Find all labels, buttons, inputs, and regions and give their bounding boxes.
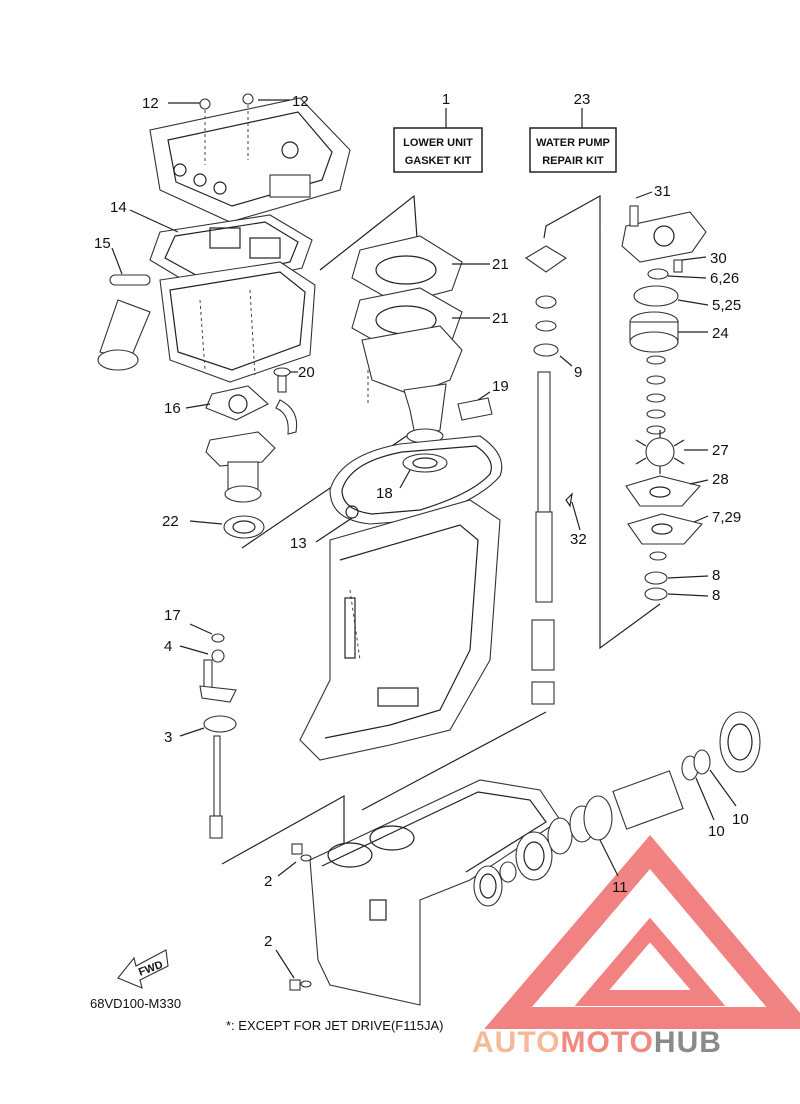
callout-16: 16 xyxy=(164,400,181,417)
water-pump-repair-kit-box: WATER PUMP REPAIR KIT 23 xyxy=(529,91,617,173)
o-ring-part-3 xyxy=(203,715,237,733)
gasket-part-13 xyxy=(329,435,503,525)
o-ring-part-6 xyxy=(647,268,669,280)
callout-28: 28 xyxy=(712,471,729,488)
lower-casing-part xyxy=(299,499,501,761)
part-17 xyxy=(211,633,225,643)
callout-2a: 2 xyxy=(264,873,272,890)
oil-pan-part xyxy=(159,261,316,383)
callout-5-25: 5,25 xyxy=(712,297,741,314)
callout-9: 9 xyxy=(574,364,582,381)
plug-part-20 xyxy=(273,367,291,393)
rubber-part-19 xyxy=(457,397,493,421)
shift-parts-4 xyxy=(199,649,237,703)
callout-22: 22 xyxy=(162,513,179,530)
lower-unit-line2: GASKET KIT xyxy=(405,155,472,167)
seal-part-18 xyxy=(402,453,448,473)
gasket-part-7 xyxy=(627,513,704,545)
callout-27: 27 xyxy=(712,442,729,459)
hose-part-15 xyxy=(97,274,151,371)
callout-18: 18 xyxy=(376,485,393,502)
pin-part-30 xyxy=(673,259,683,273)
callout-8a: 8 xyxy=(712,567,720,584)
gear-parts xyxy=(473,711,761,907)
seal-part-22 xyxy=(223,515,265,539)
callout-2b: 2 xyxy=(264,933,272,950)
callout-19: 19 xyxy=(492,378,509,395)
callout-10b: 10 xyxy=(732,811,749,828)
watermark-logo xyxy=(484,835,800,1029)
callout-32: 32 xyxy=(570,531,587,548)
callout-10a: 10 xyxy=(708,823,725,840)
upper-plate-part xyxy=(149,93,351,223)
callout-21b: 21 xyxy=(492,310,509,327)
callout-12a: 12 xyxy=(142,95,159,112)
callout-17: 17 xyxy=(164,607,181,624)
lower-unit-gasket-kit-box: LOWER UNIT GASKET KIT 1 xyxy=(393,91,483,173)
lower-unit-line1: LOWER UNIT xyxy=(403,137,473,149)
drain-bolt-part-2b xyxy=(289,979,312,991)
upper-casing-part xyxy=(361,325,463,444)
impeller-part-27 xyxy=(635,430,685,474)
callout-15: 15 xyxy=(94,235,111,252)
callout-11: 11 xyxy=(612,879,628,896)
drive-shaft-part xyxy=(524,245,568,705)
callout-8b: 8 xyxy=(712,587,720,604)
water-pump-line1: WATER PUMP xyxy=(536,137,610,149)
callout-21a: 21 xyxy=(492,256,509,273)
callout-30: 30 xyxy=(710,250,727,267)
callout-4: 4 xyxy=(164,638,172,655)
callout-31: 31 xyxy=(654,183,671,200)
diagram-code: 68VD100-M330 xyxy=(90,996,181,1011)
callout-13: 13 xyxy=(290,535,307,552)
drain-bolt-part-2a xyxy=(291,843,312,862)
seal-parts-8 xyxy=(644,571,668,601)
shift-rod-part xyxy=(209,735,223,839)
callout-20: 20 xyxy=(298,364,315,381)
small-parts-stack xyxy=(646,355,666,435)
callout-14: 14 xyxy=(110,199,127,216)
lower-gearcase-part xyxy=(309,779,561,1006)
housing-part xyxy=(205,431,276,503)
callout-23: 23 xyxy=(574,91,591,108)
footnote: *: EXCEPT FOR JET DRIVE(F115JA) xyxy=(226,1018,443,1033)
callout-24: 24 xyxy=(712,325,729,342)
fwd-label: FWD xyxy=(137,959,165,979)
callout-3: 3 xyxy=(164,729,172,746)
water-pump-line2: REPAIR KIT xyxy=(542,155,604,167)
gasket-part-21-top xyxy=(351,235,463,305)
washer-part xyxy=(649,551,667,561)
callout-6-26: 6,26 xyxy=(710,270,739,287)
o-ring-part-5 xyxy=(633,285,679,307)
pump-housing-part-31 xyxy=(621,205,707,263)
pump-liner-part-24 xyxy=(629,311,679,353)
fwd-arrow-icon: FWD xyxy=(117,949,169,989)
callout-12b: 12 xyxy=(292,93,309,110)
gasket-part-16 xyxy=(205,385,298,435)
plate-part-28 xyxy=(625,475,702,507)
callout-7-29: 7,29 xyxy=(712,509,741,526)
pin-part-32 xyxy=(565,492,573,508)
watermark-text: AUTOMOTOHUB xyxy=(472,1026,722,1059)
callout-1: 1 xyxy=(442,91,450,108)
